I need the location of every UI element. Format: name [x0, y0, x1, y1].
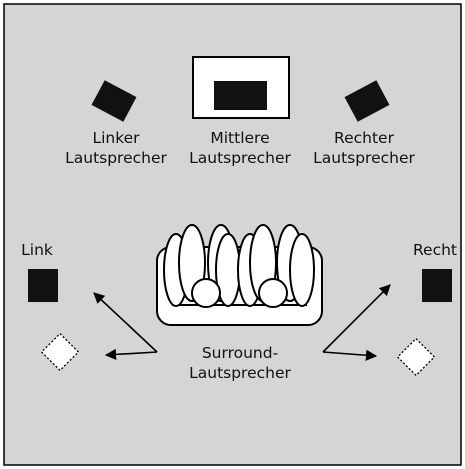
front-right-label-line1: Rechter [334, 129, 394, 147]
surround-left-speaker-icon [28, 269, 58, 302]
alt-surround-right-icon [396, 337, 436, 377]
surround-label: Surround- Lautsprecher [182, 343, 298, 383]
surround-label-line2: Lautsprecher [189, 364, 291, 382]
center-label: Mittlere Lautsprecher [182, 128, 298, 168]
sofa-with-listeners-icon [156, 224, 323, 326]
front-left-label-line1: Linker [92, 129, 140, 147]
surround-right-label: Recht [412, 241, 458, 259]
center-label-line1: Mittlere [210, 129, 270, 147]
front-left-label: Linker Lautsprecher [58, 128, 174, 168]
direction-arrows [93, 284, 391, 361]
center-label-line2: Lautsprecher [189, 149, 291, 167]
front-right-speaker-icon [344, 80, 390, 122]
alt-surround-left-icon [40, 332, 80, 372]
center-speaker-icon [192, 56, 290, 119]
surround-label-line1: Surround- [201, 344, 279, 362]
surround-right-speaker-icon [422, 269, 452, 302]
surround-left-label: Link [21, 241, 53, 259]
front-left-label-line2: Lautsprecher [65, 149, 167, 167]
front-right-label-line2: Lautsprecher [313, 149, 415, 167]
front-right-label: Rechter Lautsprecher [306, 128, 422, 168]
front-left-speaker-icon [91, 80, 137, 122]
